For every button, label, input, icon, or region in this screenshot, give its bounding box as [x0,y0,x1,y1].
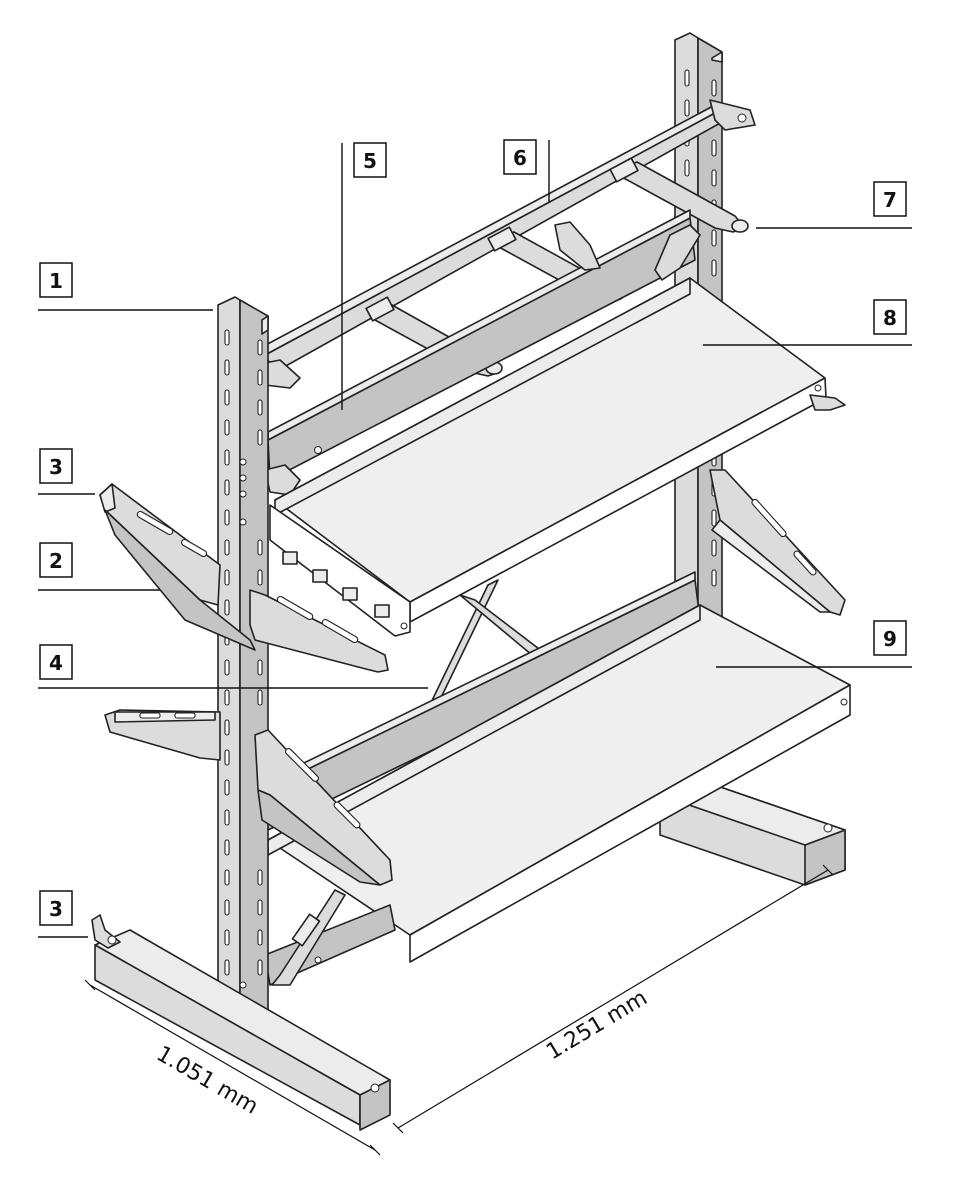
upper-shelf [269,277,846,637]
front-base-foot [91,914,391,1131]
callout-4: 4 [38,644,428,689]
callout-1: 1 [38,262,213,311]
callout-3-upper-number: 3 [49,455,63,479]
callout-9: 9 [716,620,912,668]
callout-8-number: 8 [883,306,897,330]
callout-3-upper: 3 [38,448,95,495]
lower-shelf [267,604,851,963]
back-arm-upper [709,469,846,616]
front-arm-lower [104,709,393,886]
callout-2: 2 [38,542,160,591]
callout-7: 7 [756,181,912,229]
callout-2-number: 2 [49,549,63,573]
callout-5: 5 [341,142,387,410]
callout-3-lower-number: 3 [49,897,63,921]
callout-5-number: 5 [363,149,377,173]
callout-1-number: 1 [49,269,63,293]
callout-7-number: 7 [883,188,897,212]
callout-3-lower: 3 [38,890,88,938]
callout-6-number: 6 [513,146,527,170]
callout-9-number: 9 [883,627,897,651]
callout-6: 6 [503,139,550,202]
length-dimension-label: 1.251 mm [542,986,652,1066]
callout-4-number: 4 [49,651,63,675]
upper-beam [264,209,701,496]
front-arm-top [99,483,389,673]
front-upright-slots [224,329,263,1006]
callout-8: 8 [703,299,912,346]
front-upright [217,296,269,1036]
